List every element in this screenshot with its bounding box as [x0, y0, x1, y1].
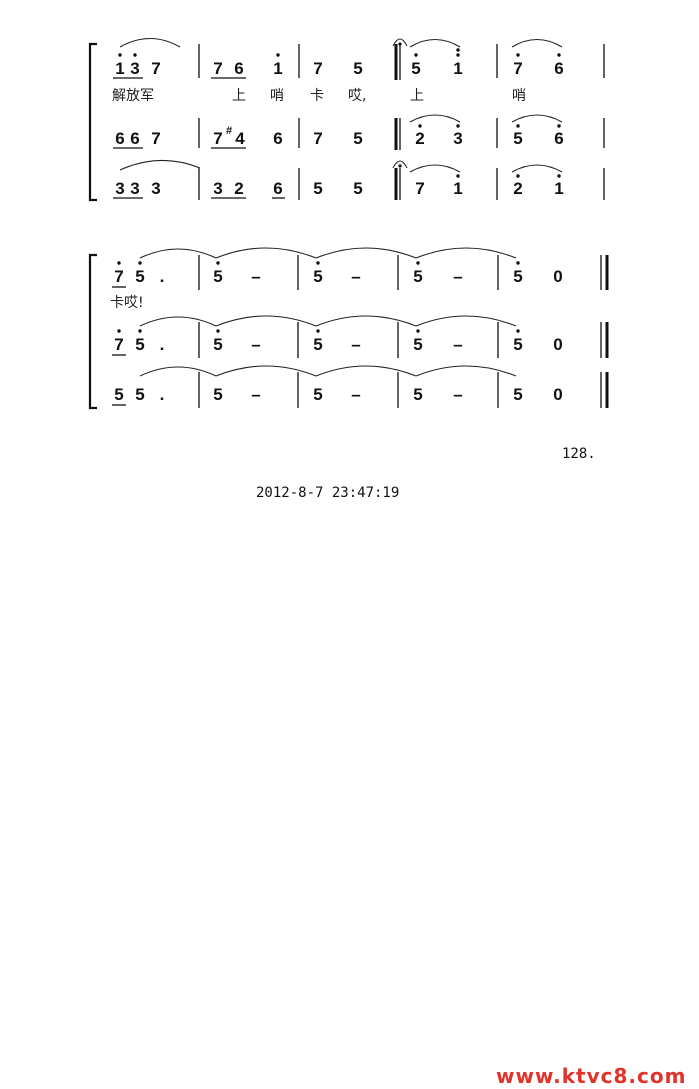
- note: 6: [273, 129, 282, 148]
- note: 0: [553, 267, 562, 286]
- site-watermark: www.ktvc8.com: [496, 1064, 687, 1088]
- note: 5: [213, 267, 222, 286]
- page-number: 128.: [562, 446, 596, 462]
- note: –: [351, 335, 360, 354]
- note: 1: [554, 179, 563, 198]
- note: 6: [273, 179, 282, 198]
- lyric: 上: [232, 88, 246, 104]
- note: 1: [115, 59, 124, 78]
- note: 3: [130, 59, 139, 78]
- note: –: [453, 267, 462, 286]
- system-1-part-1: 1 3 7 7 6 1 7 5 5 1 7 6: [113, 38, 564, 79]
- note: 5: [513, 267, 522, 286]
- note: .: [160, 385, 165, 404]
- note: 0: [553, 335, 562, 354]
- lyric: 哨: [512, 88, 526, 104]
- system-2: 7 5 . 5 – 5 – 5 – 5 0 卡哎! 7: [88, 247, 609, 410]
- note: 5: [413, 385, 422, 404]
- note: .: [160, 267, 165, 286]
- system-1-part-2: 6 6 7 7 # 4 6 7 5 2 3 5 6: [113, 114, 564, 149]
- note: 7: [151, 129, 160, 148]
- note: 7: [313, 59, 322, 78]
- note: 3: [115, 179, 124, 198]
- note: .: [160, 335, 165, 354]
- note: –: [453, 385, 462, 404]
- note: 3: [130, 179, 139, 198]
- note: 3: [151, 179, 160, 198]
- system-1-part-3: 3 3 3 3 2 6 5 5 7 1 2 1: [113, 159, 564, 199]
- note: 7: [313, 129, 322, 148]
- system-1-lyrics: 解放军 上 哨 卡 哎, 上 哨: [112, 88, 526, 104]
- note: 3: [453, 129, 462, 148]
- system-1-bracket: [88, 42, 97, 202]
- system-2-part-3: 5 5 . 5 – 5 – 5 – 5 0: [112, 365, 563, 406]
- note: 5: [353, 129, 362, 148]
- note: 5: [135, 385, 144, 404]
- note: –: [351, 267, 360, 286]
- sharp-sign: #: [226, 125, 232, 137]
- note: 5: [213, 385, 222, 404]
- note: 5: [513, 335, 522, 354]
- note: 5: [413, 335, 422, 354]
- note: 2: [415, 129, 424, 148]
- note: 5: [135, 267, 144, 286]
- note: 6: [130, 129, 139, 148]
- note: 5: [313, 179, 322, 198]
- lyric: 解放军: [112, 88, 154, 104]
- note: 0: [553, 385, 562, 404]
- note: 5: [411, 59, 420, 78]
- note: 5: [353, 59, 362, 78]
- lyric: 上: [410, 88, 424, 104]
- note: 6: [115, 129, 124, 148]
- note: 5: [313, 335, 322, 354]
- lyric: 卡哎!: [110, 295, 144, 311]
- note: 2: [234, 179, 243, 198]
- note: 7: [151, 59, 160, 78]
- note: 6: [554, 59, 563, 78]
- system-1: 1 3 7 7 6 1 7 5 5 1 7 6 解放军 上: [88, 38, 605, 202]
- note: 7: [114, 267, 123, 286]
- note: 7: [415, 179, 424, 198]
- note: 5: [413, 267, 422, 286]
- note: 5: [353, 179, 362, 198]
- note: 7: [213, 59, 222, 78]
- note: 7: [114, 335, 123, 354]
- note: –: [351, 385, 360, 404]
- note: 6: [554, 129, 563, 148]
- note: 1: [453, 179, 462, 198]
- system-2-part-2: 7 5 . 5 – 5 – 5 – 5 0: [112, 315, 563, 356]
- note: 5: [135, 335, 144, 354]
- note: –: [251, 385, 260, 404]
- note: –: [453, 335, 462, 354]
- lyric: 卡: [310, 88, 324, 104]
- note: –: [251, 335, 260, 354]
- note: 1: [273, 59, 282, 78]
- lyric: 哨: [270, 88, 284, 104]
- note: 7: [213, 129, 222, 148]
- note: 5: [313, 385, 322, 404]
- note: 5: [213, 335, 222, 354]
- lyric: 哎,: [348, 88, 366, 104]
- note: 7: [513, 59, 522, 78]
- system-2-part-1: 7 5 . 5 – 5 – 5 – 5 0: [112, 247, 563, 288]
- note: 1: [453, 59, 462, 78]
- note: 4: [235, 129, 245, 148]
- note: –: [251, 267, 260, 286]
- system-2-bracket: [88, 253, 97, 410]
- note: 5: [513, 129, 522, 148]
- note: 6: [234, 59, 243, 78]
- note: 2: [513, 179, 522, 198]
- note: 5: [114, 385, 123, 404]
- timestamp: 2012-8-7 23:47:19: [256, 485, 400, 501]
- note: 5: [513, 385, 522, 404]
- note: 3: [213, 179, 222, 198]
- note: 5: [313, 267, 322, 286]
